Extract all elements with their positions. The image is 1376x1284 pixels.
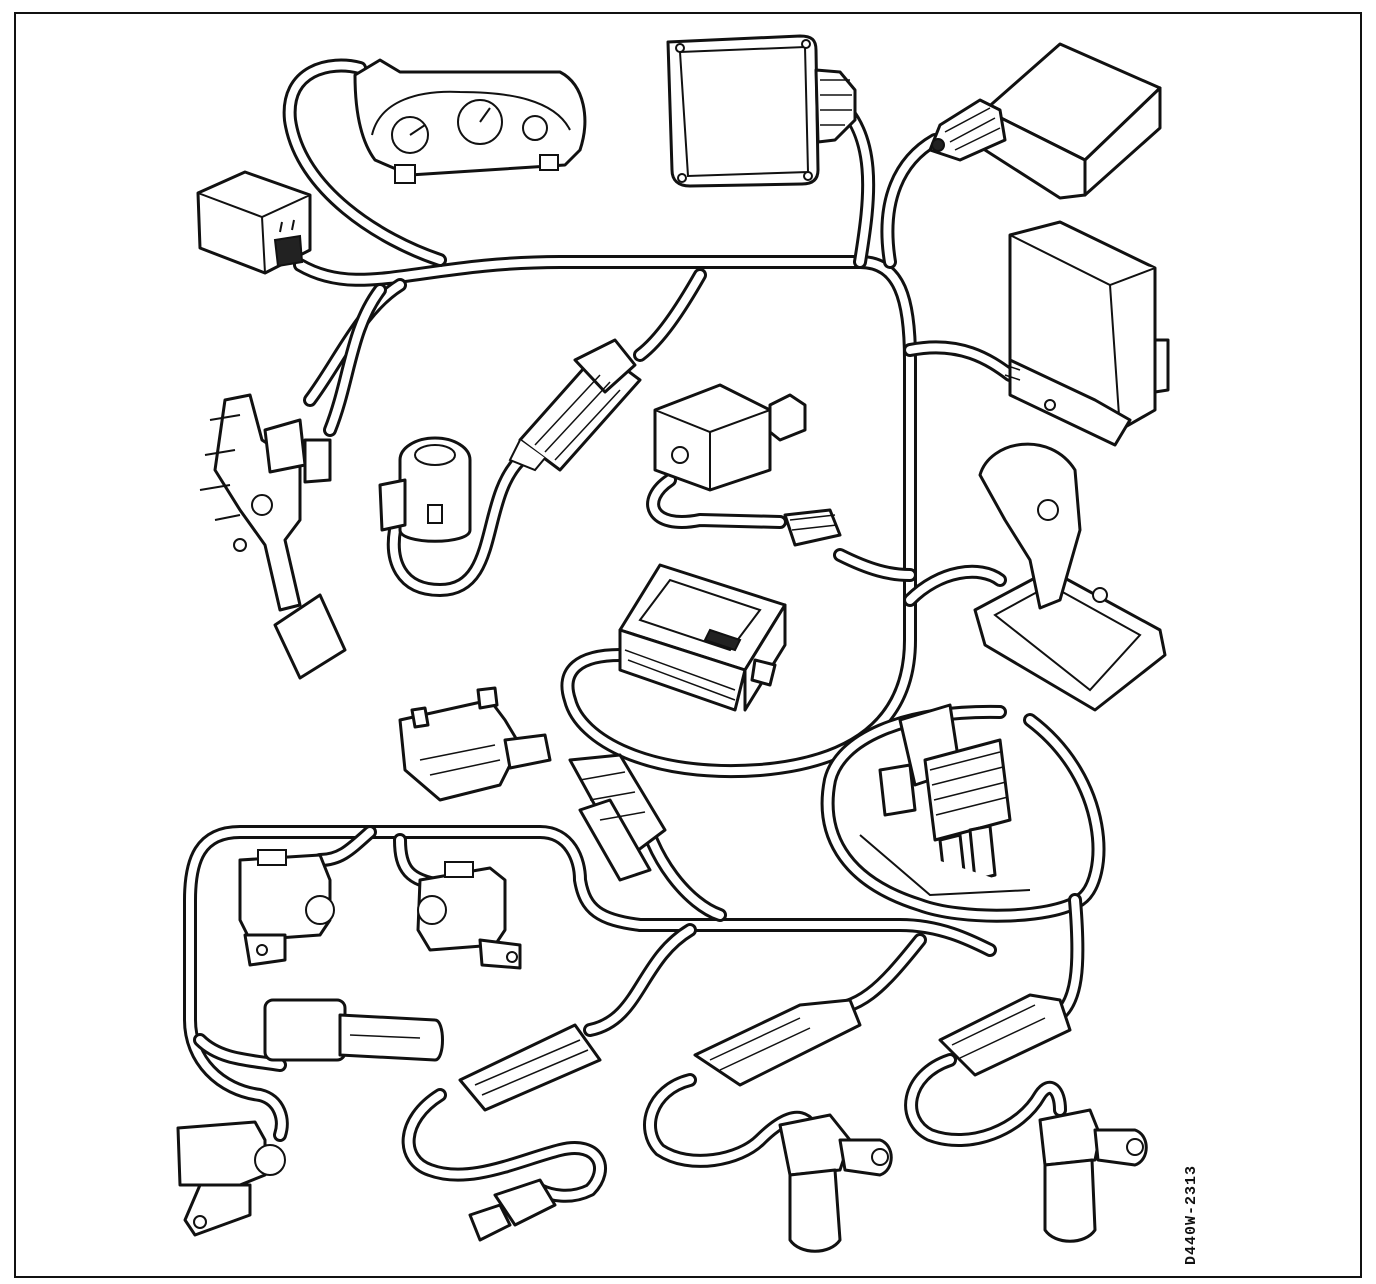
- control-module-right: [1004, 220, 1170, 447]
- speed-sensor-left: [176, 1120, 286, 1237]
- harness-trunks: [183, 58, 1106, 1203]
- engine-control-module: [666, 34, 857, 188]
- connector-block: [859, 703, 1031, 897]
- figure-code: D440W-2313: [1183, 1164, 1200, 1265]
- clutch-pedal-assembly: [199, 393, 347, 680]
- solenoid-valve-right: [416, 861, 522, 970]
- speed-sensor-right: [938, 993, 1148, 1243]
- ignition-switch: [378, 436, 472, 543]
- inline-connector-center: [508, 338, 642, 472]
- solenoid-actuator: [653, 383, 842, 547]
- diagram-frame: [14, 12, 1362, 1278]
- reversing-switch: [398, 686, 552, 802]
- control-module-top-right: [928, 42, 1162, 200]
- gear-selector: [973, 442, 1167, 712]
- speed-sensor-center: [693, 998, 893, 1253]
- temperature-sensor: [458, 1023, 602, 1242]
- connector-pair: [568, 753, 667, 882]
- relay: [196, 170, 312, 275]
- instrument-cluster: [353, 58, 587, 184]
- cylinder-sensor: [263, 998, 444, 1062]
- solenoid-valve-left: [238, 849, 335, 967]
- transmission-control-module: [618, 563, 787, 712]
